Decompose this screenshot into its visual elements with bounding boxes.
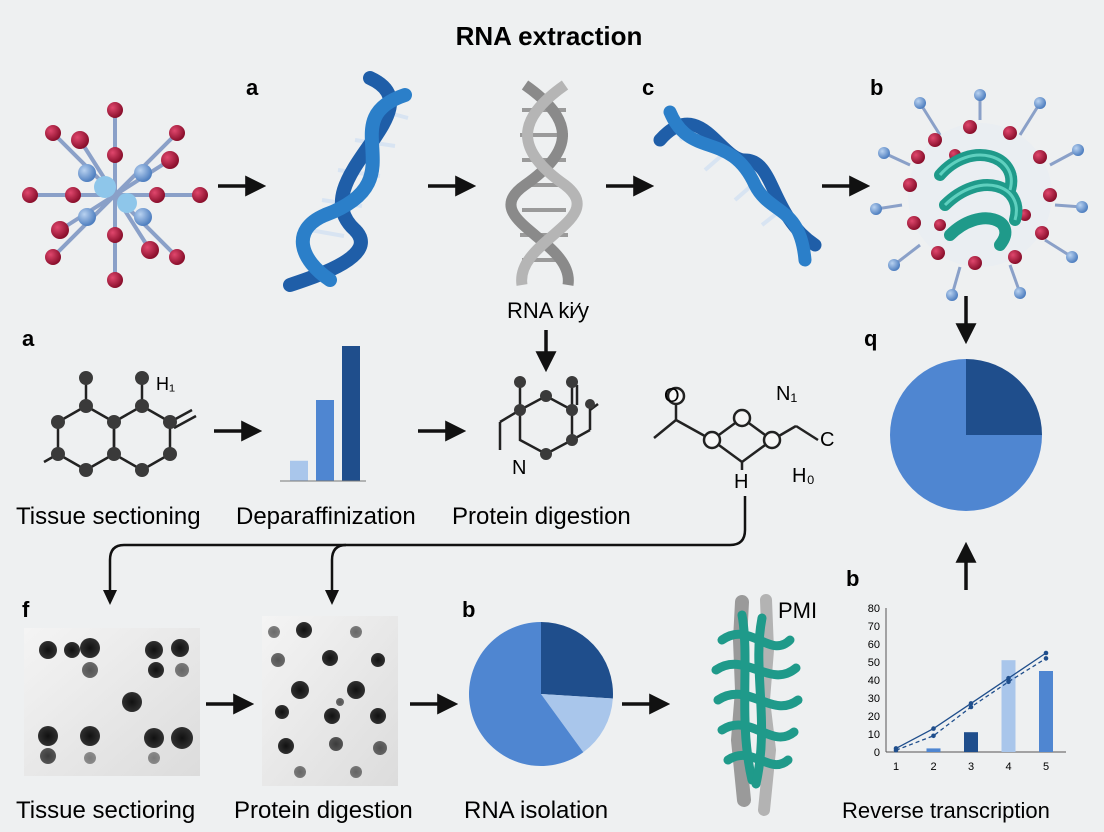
y-tick-label: 20 [868, 711, 880, 723]
series-point [931, 733, 936, 739]
y-tick-label: 40 [868, 675, 880, 687]
atom-label: H [734, 471, 748, 493]
atom-label: O [664, 385, 680, 407]
x-tick-label: 4 [1005, 761, 1011, 773]
step-label-deparaffinization: Deparaffinization [236, 503, 416, 530]
series-point [893, 747, 899, 753]
pie-slice-1 [966, 359, 1042, 435]
atom-label: H₀ [792, 465, 815, 487]
step-label-protein-digestion: Protein digestion [452, 503, 631, 530]
atom-label: C [820, 429, 834, 451]
x-tick-label: 3 [968, 761, 974, 773]
y-tick-label: 80 [868, 603, 880, 615]
protein-ribbon-icon [711, 594, 803, 816]
molecule-cluster-icon [22, 102, 208, 288]
arrowhead-icon [325, 590, 339, 605]
panel-letter-a-top: a [246, 75, 259, 100]
series-point [931, 726, 936, 731]
pie-chart-q [890, 359, 1042, 511]
pie-chart-rna-isolation [468, 622, 613, 767]
step-label-protein-digestion-2: Protein digestion [234, 797, 413, 824]
dna-helix-grey-icon [505, 80, 583, 286]
atom-nodes [51, 371, 177, 477]
series-point [1006, 675, 1011, 681]
y-tick-label: 0 [874, 747, 880, 759]
pie-slice-2 [890, 359, 1042, 511]
bar-3 [1001, 660, 1016, 752]
bar-4 [1039, 671, 1053, 752]
panel-letter-f: f [22, 597, 30, 622]
x-tick-label: 1 [893, 761, 899, 773]
bar-2 [316, 400, 334, 481]
protein-label-pmi: PMI [778, 598, 817, 623]
y-tick-label: 60 [868, 639, 880, 651]
bar-1 [290, 460, 308, 481]
step-label-reverse-transcription: Reverse transcription [842, 798, 1050, 823]
atom-label: N₁ [776, 383, 797, 405]
atom-label: H₁ [156, 374, 175, 394]
panel-letter-q: q [864, 326, 877, 351]
x-tick-label: 2 [930, 761, 936, 773]
atom-nodes-3 [666, 386, 782, 450]
pie-slice-3 [468, 622, 584, 767]
connector-to-row3 [108, 496, 747, 590]
panel-letter-c-top: c [642, 75, 654, 100]
x-tick-label: 5 [1043, 761, 1049, 773]
series-point [1043, 650, 1049, 656]
line-chart-reverse-transcription: 0 10 20 30 40 50 60 70 80 1 2 3 4 5 [868, 603, 1066, 773]
rna-kit-label: RNA ki∕y [507, 298, 589, 323]
bar-1 [926, 748, 941, 752]
dot-blot-2-image [262, 616, 398, 786]
bar-2 [964, 732, 978, 752]
bar-chart-deparaffinization [280, 346, 366, 482]
panel-letter-b-bottom: b [462, 597, 475, 622]
diagram-title: RNA extraction [456, 21, 643, 51]
series-point [968, 701, 974, 706]
pie-slice-1 [541, 622, 613, 699]
bar-3 [342, 346, 360, 481]
y-tick-label: 50 [868, 657, 880, 669]
atom-nodes-2 [514, 376, 595, 460]
dna-helix-blue-icon [283, 71, 412, 292]
series-point [1006, 679, 1011, 685]
panel-letter-b-top: b [870, 75, 883, 100]
y-tick-label: 30 [868, 693, 880, 705]
atom-label: N [512, 457, 526, 479]
step-label-rna-isolation: RNA isolation [464, 797, 608, 824]
series-point [968, 704, 974, 710]
series-point [1043, 656, 1049, 661]
panel-letter-b-chart: b [846, 566, 859, 591]
protein-complex-icon [870, 89, 1088, 301]
y-tick-label: 10 [868, 729, 880, 741]
arrowhead-icon [103, 590, 117, 605]
step-label-tissue-sectioning: Tissue sectioning [16, 503, 201, 530]
dna-helix-blue-diagonal-icon [653, 105, 822, 267]
panel-letter-a-mid: a [22, 326, 35, 351]
pie-slice-2 [541, 694, 613, 753]
dot-blot-1-image [24, 628, 200, 776]
y-tick-label: 70 [868, 621, 880, 633]
step-label-tissue-sectioring: Tissue sectioring [16, 797, 195, 824]
